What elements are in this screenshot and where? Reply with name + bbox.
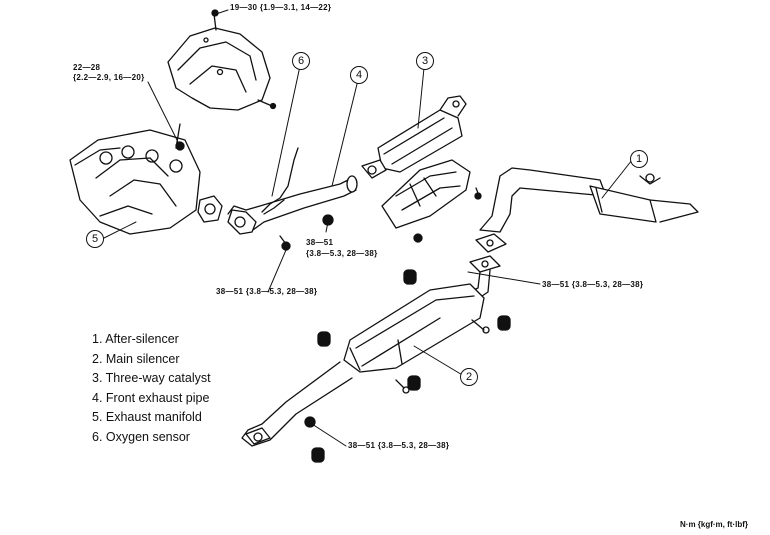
callout-3: 3 — [416, 52, 434, 70]
exhaust-manifold — [69, 123, 201, 235]
torque-spec-rear-pipe-bottom: 38—51 {3.8—5.3, 28—38} — [348, 441, 450, 450]
legend-item-after-silencer: 1. After-silencer — [92, 332, 179, 346]
manifold-gasket — [197, 195, 223, 223]
callout-2: 2 — [460, 368, 478, 386]
oxygen-sensor — [261, 147, 299, 215]
torque-spec-front-pipe-bottom: 38—51 {3.8—5.3, 28—38} — [216, 287, 318, 296]
units-note: N·m {kgf·m, ft·lbf} — [680, 520, 748, 529]
torque-spec-main-silencer-joint: 38—51 {3.8—5.3, 28—38} — [542, 280, 644, 289]
rubber-hangers — [304, 269, 511, 463]
three-way-catalyst — [361, 95, 467, 179]
main-silencer-gaskets — [469, 233, 507, 273]
legend-item-oxygen-sensor: 6. Oxygen sensor — [92, 429, 190, 444]
leader-lines — [103, 9, 633, 447]
after-silencer — [474, 167, 699, 233]
callout-4: 4 — [350, 66, 368, 84]
torque-spec-heat-shield-1: 22—28 — [73, 63, 101, 72]
legend-item-exhaust-manifold: 5. Exhaust manifold — [92, 410, 202, 424]
callout-5: 5 — [86, 230, 104, 248]
catalyst-heat-shield — [381, 159, 471, 243]
torque-spec-top: 19—30 {1.9—3.1, 14—22} — [230, 3, 332, 12]
manifold-heat-shield — [167, 9, 277, 111]
torque-spec-front-pipe-center-1: 38—51 — [306, 238, 334, 247]
parts-legend: 1. After-silencer 2. Main silencer 3. Th… — [92, 330, 211, 447]
legend-item-front-exhaust-pipe: 4. Front exhaust pipe — [92, 390, 210, 405]
main-silencer — [241, 269, 491, 447]
callout-1: 1 — [630, 150, 648, 168]
torque-spec-front-pipe-center-2: {3.8—5.3, 28—38} — [306, 249, 378, 258]
callout-6: 6 — [292, 52, 310, 70]
torque-spec-heat-shield-2: {2.2—2.9, 16—20} — [73, 73, 145, 82]
front-exhaust-pipe — [227, 175, 358, 251]
legend-item-main-silencer: 2. Main silencer — [92, 351, 180, 366]
legend-item-three-way-catalyst: 3. Three-way catalyst — [92, 371, 211, 385]
